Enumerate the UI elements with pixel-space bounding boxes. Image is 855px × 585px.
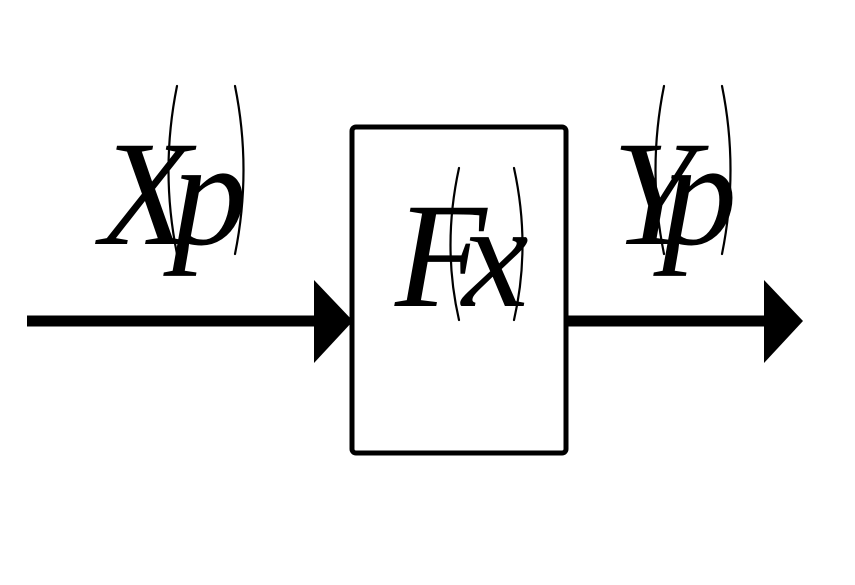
input-arrow: [27, 280, 353, 363]
output-arrow-head: [764, 280, 803, 363]
input-arrow-head: [314, 280, 353, 363]
input-label-func: X: [95, 111, 197, 277]
input-left-paren: [167, 84, 179, 256]
block-left-paren: [449, 166, 461, 322]
output-arrow: [566, 280, 803, 363]
output-label-func: Y: [612, 111, 709, 277]
output-label-arg: p: [653, 111, 737, 277]
block-right-paren: [512, 166, 524, 322]
output-right-paren: [720, 84, 732, 256]
block-label-func: F: [394, 173, 488, 339]
block-label-arg: x: [460, 173, 529, 339]
output-label: Y p: [612, 84, 737, 277]
output-left-paren: [654, 84, 666, 256]
block-label: F x: [394, 166, 529, 339]
input-right-paren: [233, 84, 245, 256]
transfer-block: [349, 124, 569, 456]
input-label: X p: [95, 84, 247, 277]
